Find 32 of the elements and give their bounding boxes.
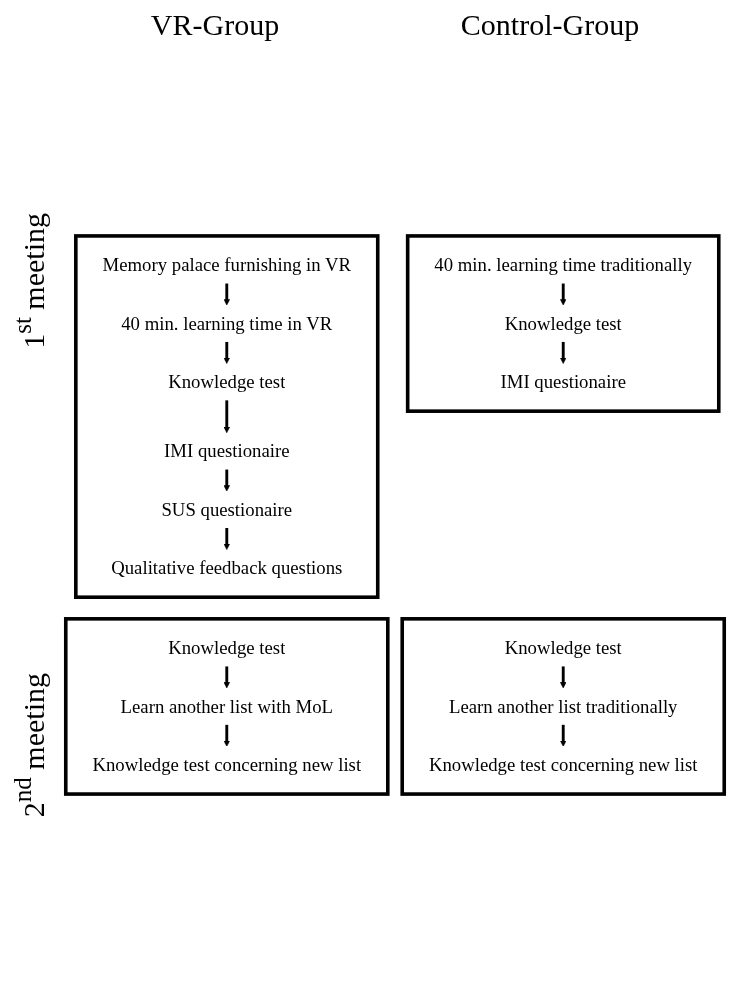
arrow (223, 469, 230, 492)
cluster (63, 617, 390, 796)
node-text: 40 min. learning time in VR (121, 313, 333, 335)
arrow (560, 341, 567, 364)
node-text: Learn another list traditionally (448, 695, 678, 717)
node-text: IMI questionaire (164, 440, 290, 462)
arrow (560, 666, 567, 689)
node-text: Knowledge test (168, 637, 286, 659)
node-text: Knowledge test concerning new list (428, 754, 698, 776)
node-text: Qualitative feedback questions (111, 557, 343, 579)
cluster (405, 234, 721, 413)
node-text: Knowledge test concerning new list (92, 754, 362, 776)
arrow (223, 724, 230, 747)
node-text: Memory palace furnishing in VR (102, 254, 352, 276)
arrow (560, 283, 567, 306)
column-heading: Control-Group (460, 8, 640, 42)
node-text: 40 min. learning time traditionally (434, 254, 693, 276)
column-heading: VR-Group (150, 8, 280, 42)
cluster (74, 234, 380, 599)
arrow (223, 666, 230, 689)
node-text: Knowledge test (168, 371, 286, 393)
node-text: SUS questionaire (161, 499, 293, 521)
arrow (223, 528, 230, 550)
node-text: IMI questionaire (500, 371, 626, 393)
arrow (223, 341, 230, 364)
cluster (400, 617, 727, 796)
node-text: Knowledge test (504, 313, 622, 335)
node-text: Knowledge test (504, 637, 622, 659)
arrow (560, 724, 567, 747)
node-text: Learn another list with MoL (120, 695, 333, 717)
arrow (223, 283, 230, 306)
arrow (223, 400, 230, 434)
